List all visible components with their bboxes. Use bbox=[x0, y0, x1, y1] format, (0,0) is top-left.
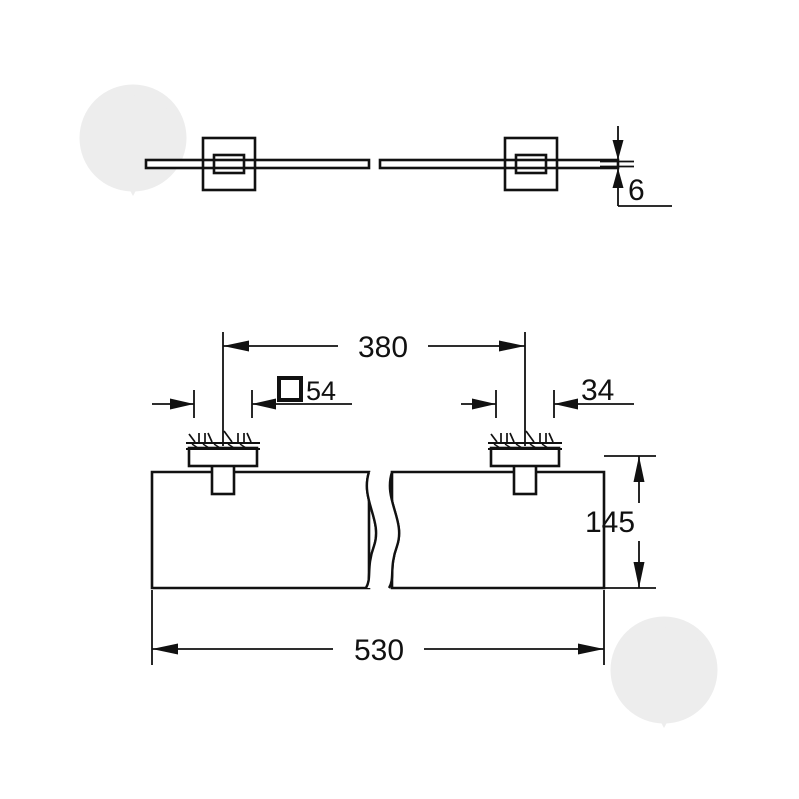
dimension-label-plate-size: 54 bbox=[306, 376, 336, 406]
dimension-width-530: 530 bbox=[151, 590, 605, 667]
dimension-thickness-6: 6 bbox=[600, 126, 672, 207]
watermark-bottom-right bbox=[610, 616, 718, 728]
dimension-label-width: 530 bbox=[354, 634, 404, 667]
dimension-spacing-380: 380 bbox=[222, 331, 526, 446]
shelf-panel-right bbox=[390, 470, 606, 590]
bracket-right bbox=[488, 430, 562, 496]
dimension-offset-34: 34 bbox=[461, 374, 634, 418]
shelf-bar-right bbox=[378, 158, 620, 170]
top-view-group: 6 bbox=[144, 126, 672, 207]
break-symbol bbox=[364, 471, 401, 589]
watermark-top-left bbox=[79, 84, 187, 196]
dimension-label-spacing: 380 bbox=[358, 331, 408, 364]
dimension-label-thickness: 6 bbox=[628, 174, 645, 207]
dimension-plate-54: 54 bbox=[152, 376, 352, 418]
shelf-panel-left bbox=[150, 470, 371, 590]
mounting-plate-right-top-view bbox=[503, 136, 559, 192]
shelf-bar-left bbox=[144, 158, 371, 170]
front-view-group: 380 54 bbox=[150, 331, 656, 667]
dimension-label-offset: 34 bbox=[581, 374, 614, 407]
dimension-label-height: 145 bbox=[585, 506, 635, 539]
bracket-left bbox=[186, 430, 260, 496]
dimension-height-145: 145 bbox=[585, 455, 656, 589]
square-symbol-icon bbox=[277, 376, 303, 402]
mounting-plate-left-top-view bbox=[201, 136, 257, 192]
